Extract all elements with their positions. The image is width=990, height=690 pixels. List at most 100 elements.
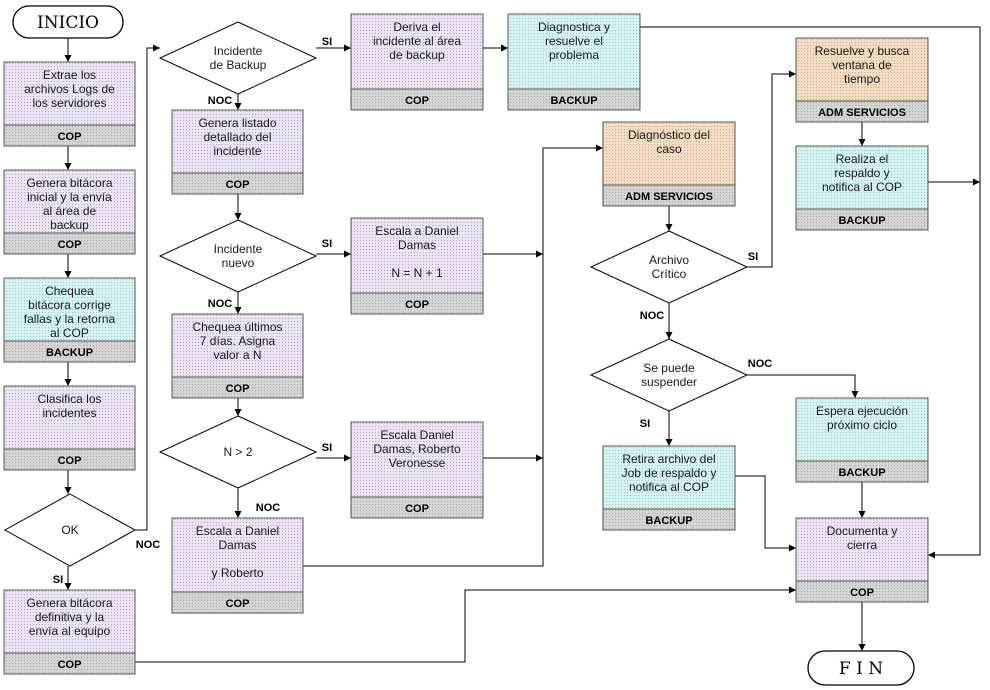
- process-text: detallado del: [203, 130, 271, 144]
- process-text: respaldo y: [834, 166, 889, 180]
- process-text: notifica al COP: [629, 480, 709, 494]
- process-text: Escala a Daniel: [196, 524, 279, 538]
- process-text: Genera bitácora: [26, 596, 112, 610]
- owner-label: COP: [58, 131, 82, 143]
- decision-text: nuevo: [222, 256, 255, 270]
- decision-text: OK: [61, 523, 78, 537]
- process-text: Diagnóstico del: [628, 128, 710, 142]
- process-text: N = N + 1: [391, 266, 443, 280]
- process-text: backup: [50, 218, 89, 232]
- edge-label-si: SI: [322, 36, 332, 48]
- process-text: bitácora corrige: [28, 298, 111, 312]
- process-text: 7 días. Asigna: [200, 334, 276, 348]
- decision-text: de Backup: [210, 58, 267, 72]
- decision-text: N > 2: [223, 445, 252, 459]
- process-text: Job de respaldo y: [622, 466, 717, 480]
- process-text: y Roberto: [211, 566, 263, 580]
- process-text: Damas: [218, 538, 256, 552]
- process-text: tiempo: [844, 72, 880, 86]
- owner-label: ADM SERVICIOS: [625, 191, 713, 203]
- process-text: fallas y la retorna: [24, 312, 116, 326]
- start-terminal: INICIO: [12, 5, 124, 39]
- process-text: Resuelve y busca: [815, 44, 910, 58]
- process-text: al COP: [50, 326, 89, 340]
- process-text: cierra: [847, 538, 877, 552]
- process-text: incidente al área: [373, 34, 461, 48]
- edge-label-noc: NOC: [748, 358, 773, 370]
- edge-label-si: SI: [748, 251, 758, 263]
- owner-label: COP: [850, 587, 874, 599]
- owner-label: COP: [405, 503, 429, 515]
- process-text: valor a N: [213, 348, 261, 362]
- process-text: ventana de: [832, 58, 892, 72]
- edge-label-si: SI: [322, 238, 332, 250]
- edge-label-si: SI: [53, 574, 63, 586]
- process-text: envía al equipo: [29, 624, 111, 638]
- owner-label: BACKUP: [838, 215, 885, 227]
- connector-arrow: [640, 26, 981, 559]
- process-text: Damas, Roberto: [373, 442, 461, 456]
- end-label: F I N: [839, 659, 883, 679]
- process-text: Espera ejecución: [816, 404, 908, 418]
- edge-label-noc: NOC: [256, 502, 281, 514]
- connector-arrow: [747, 70, 796, 268]
- owner-label: COP: [405, 95, 429, 107]
- process-text: Escala Daniel: [380, 428, 453, 442]
- process-text: al área de: [43, 204, 97, 218]
- process-text: de backup: [389, 48, 445, 62]
- process-text: Genera listado: [198, 116, 276, 130]
- process-text: Escala a Daniel: [375, 224, 458, 238]
- process-text: problema: [549, 48, 599, 62]
- owner-label: BACKUP: [550, 95, 597, 107]
- process-text: notifica al COP: [822, 180, 902, 194]
- process-text: definitiva y la: [35, 610, 105, 624]
- edge-label-noc: NOC: [136, 539, 161, 551]
- process-text: Veronesse: [389, 456, 446, 470]
- owner-label: BACKUP: [838, 467, 885, 479]
- process-text: incidente: [213, 144, 261, 158]
- process-text: Deriva el: [393, 20, 440, 34]
- process-text: inicial y la envía: [27, 190, 112, 204]
- edge-label-noc: NOC: [208, 95, 233, 107]
- process-text: Documenta y: [827, 524, 898, 538]
- owner-label: COP: [58, 239, 82, 251]
- edge-label-noc: NOC: [208, 298, 233, 310]
- start-label: INICIO: [37, 13, 99, 33]
- owner-label: BACKUP: [46, 347, 93, 359]
- connector-arrow: [303, 144, 603, 567]
- edge-label-si: SI: [322, 442, 332, 454]
- owner-label: COP: [405, 299, 429, 311]
- owner-label: COP: [226, 383, 250, 395]
- decision-d1: OK: [3, 493, 137, 567]
- process-text: Damas: [398, 238, 436, 252]
- decision-text: suspender: [641, 375, 697, 389]
- process-text: incidentes: [42, 406, 96, 420]
- owner-label: COP: [58, 455, 82, 467]
- process-text: próximo ciclo: [827, 418, 897, 432]
- edge-label-si: SI: [640, 418, 650, 430]
- process-text: Chequea últimos: [192, 320, 282, 334]
- connector-arrow: [747, 374, 859, 398]
- process-text: resuelve el: [545, 34, 603, 48]
- decision-text: Se puede: [643, 361, 695, 375]
